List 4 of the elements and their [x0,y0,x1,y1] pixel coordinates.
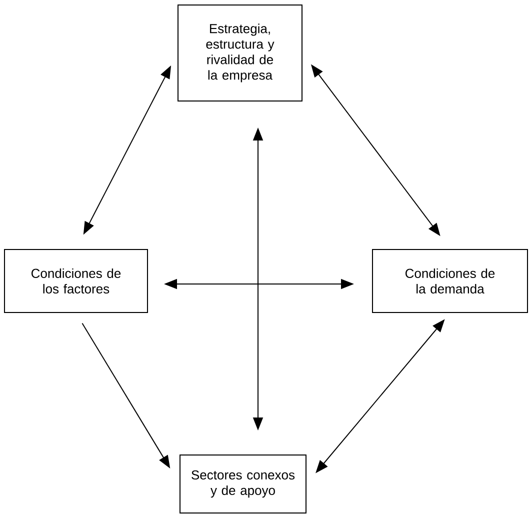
text-box: Estrategia, estructura y rivalidad de la empresa [178,4,302,102]
text-box: Sectores conexos y de apoyo [180,454,306,514]
text-box: Condiciones de la demanda [372,248,528,313]
text-box: Condiciones de los factores [4,248,148,313]
